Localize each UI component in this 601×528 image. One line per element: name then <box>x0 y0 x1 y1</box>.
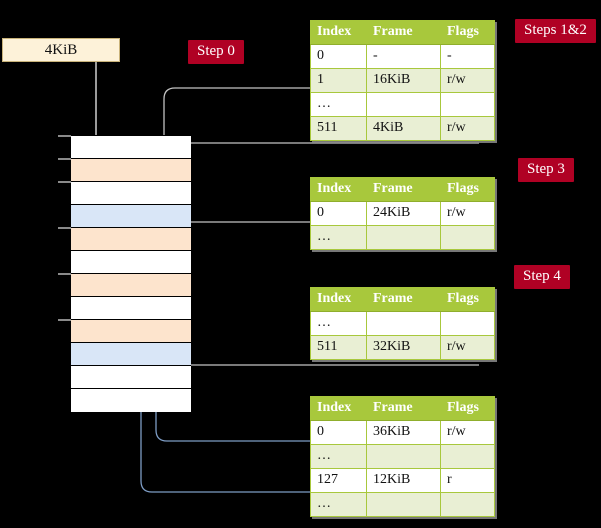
cell-index: … <box>310 92 367 117</box>
column-header-frame: Frame <box>366 20 441 45</box>
cell-frame: 24KiB <box>366 201 441 226</box>
cell-frame <box>366 444 441 469</box>
cell-flags <box>440 92 495 117</box>
memory-frame-row <box>71 251 191 274</box>
table-row: … <box>310 311 495 336</box>
column-header-flags: Flags <box>440 20 495 45</box>
cell-frame <box>366 225 441 250</box>
memory-frame-row <box>71 136 191 159</box>
memory-frame-row <box>71 389 191 412</box>
cell-flags: r/w <box>440 201 495 226</box>
memory-frame-row <box>71 205 191 228</box>
cell-flags <box>440 444 495 469</box>
cell-frame <box>366 311 441 336</box>
memory-frame-row <box>71 182 191 205</box>
badge-step-3: Step 3 <box>518 158 574 182</box>
table-row: … <box>310 444 495 469</box>
memory-frame-row <box>71 274 191 297</box>
memory-boundary-tick <box>58 158 71 160</box>
memory-frame-row <box>71 320 191 343</box>
table-row: … <box>310 492 495 517</box>
cell-index: 0 <box>310 44 367 69</box>
cell-index: 127 <box>310 468 367 493</box>
memory-frame-row <box>71 159 191 182</box>
cell-index: … <box>310 444 367 469</box>
cell-flags: r <box>440 468 495 493</box>
memory-boundary-tick <box>58 135 71 137</box>
request-size-box: 4KiB <box>2 38 120 62</box>
memory-frame-row <box>71 366 191 389</box>
column-header-index: Index <box>310 177 367 202</box>
badge-step-0: Step 0 <box>188 40 244 64</box>
cell-index: 511 <box>310 335 367 360</box>
table-row: … <box>310 225 495 250</box>
cell-index: … <box>310 225 367 250</box>
cell-index: 0 <box>310 420 367 445</box>
column-header-frame: Frame <box>366 287 441 312</box>
column-header-frame: Frame <box>366 177 441 202</box>
cell-frame: 4KiB <box>366 116 441 141</box>
column-header-flags: Flags <box>440 177 495 202</box>
cell-frame: 36KiB <box>366 420 441 445</box>
cell-flags: r/w <box>440 116 495 141</box>
cell-index: 511 <box>310 116 367 141</box>
memory-frame-row <box>71 343 191 366</box>
table-row: … <box>310 92 495 117</box>
cell-frame: 16KiB <box>366 68 441 93</box>
badge-step-4: Step 4 <box>514 265 570 289</box>
cell-frame: - <box>366 44 441 69</box>
cell-flags <box>440 311 495 336</box>
physical-memory-column <box>70 135 191 412</box>
column-header-frame: Frame <box>366 396 441 421</box>
memory-frame-row <box>71 297 191 320</box>
cell-index: 0 <box>310 201 367 226</box>
cell-index: … <box>310 311 367 336</box>
column-header-index: Index <box>310 20 367 45</box>
cell-flags: r/w <box>440 420 495 445</box>
column-header-index: Index <box>310 396 367 421</box>
wire-table1-row511-to-memory <box>173 142 479 156</box>
column-header-flags: Flags <box>440 396 495 421</box>
badge-steps-1-2: Steps 1&2 <box>515 19 596 43</box>
memory-frame-row <box>71 228 191 251</box>
cell-flags: - <box>440 44 495 69</box>
memory-boundary-tick <box>58 227 71 229</box>
cell-frame <box>366 492 441 517</box>
memory-boundary-tick <box>58 181 71 183</box>
memory-boundary-tick <box>58 319 71 321</box>
cell-frame: 12KiB <box>366 468 441 493</box>
memory-boundary-tick <box>58 273 71 275</box>
cell-index: 1 <box>310 68 367 93</box>
cell-flags <box>440 492 495 517</box>
cell-flags: r/w <box>440 68 495 93</box>
cell-frame <box>366 92 441 117</box>
column-header-index: Index <box>310 287 367 312</box>
table-row: 0-- <box>310 44 495 69</box>
cell-index: … <box>310 492 367 517</box>
column-header-flags: Flags <box>440 287 495 312</box>
cell-frame: 32KiB <box>366 335 441 360</box>
cell-flags: r/w <box>440 335 495 360</box>
cell-flags <box>440 225 495 250</box>
